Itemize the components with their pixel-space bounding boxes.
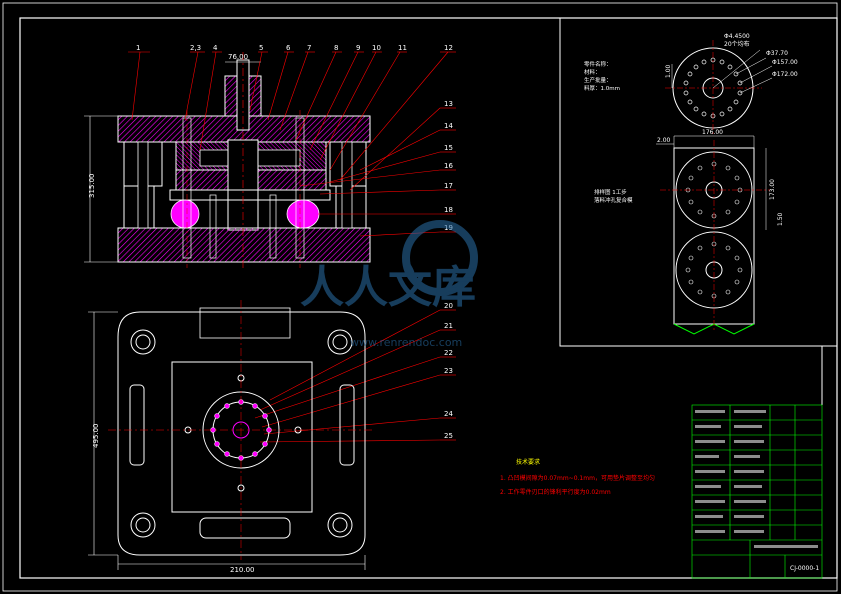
- part-number-9: 9: [356, 44, 360, 52]
- title-block-fills: [695, 410, 818, 548]
- watermark: 人人文库 www.renrendoc.com: [300, 220, 478, 349]
- part-d1-dim: Φ157.00: [772, 59, 798, 66]
- part-number-13: 13: [444, 100, 453, 108]
- strip-edge-dim: 2.00: [657, 137, 671, 144]
- part-number-11: 11: [398, 44, 407, 52]
- tech-req-title: 技术要求: [516, 458, 540, 466]
- part-holes-dim: Φ37.70: [766, 50, 788, 57]
- part-d2-dim: Φ172.00: [772, 71, 798, 78]
- part-number-16: 16: [444, 162, 453, 170]
- part-number-8: 8: [334, 44, 338, 52]
- part-drawing-centerlines: [665, 40, 762, 135]
- strip-note-line2: 落料冲孔复合模: [594, 196, 633, 204]
- part-number-labels: 1 2,3 4 5 6 7 8 9 10 11 12 13 14 15 16 1…: [136, 44, 453, 440]
- part-number-4: 4: [213, 44, 218, 52]
- part-number-6: 6: [286, 44, 291, 52]
- part-number-22: 22: [444, 349, 453, 357]
- strip-layout-labels: 176.00 2.00 173.00 1.50: [657, 129, 784, 226]
- strip-note: 排样图 1工步 落料冲孔复合模: [594, 188, 633, 204]
- strip-width-dim: 176.00: [702, 129, 723, 136]
- part-spec-name: 零件名称：: [584, 60, 612, 68]
- strip-layout-centerlines: [660, 140, 770, 330]
- watermark-url: www.renrendoc.com: [350, 336, 462, 349]
- tech-req-item-2: 2. 工作零件刃口的锋利平行度为0.02mm: [500, 488, 611, 496]
- part-number-24: 24: [444, 410, 453, 418]
- part-spec-thickness: 料厚：1.0mm: [584, 84, 620, 92]
- part-drawing-labels: Φ4.4500 20个均布 Φ37.70 Φ157.00 Φ172.00 1.0…: [665, 33, 798, 78]
- part-number-12: 12: [444, 44, 453, 52]
- plan-view-centerlines: [108, 300, 375, 560]
- part-number-14: 14: [444, 122, 453, 130]
- part-thick-dim: 1.00: [665, 64, 672, 78]
- strip-note-line1: 排样图 1工步: [594, 188, 627, 196]
- part-spec-batch: 生产批量：: [584, 76, 612, 84]
- part-number-18: 18: [444, 206, 453, 214]
- part-number-leaders: [128, 51, 456, 443]
- part-outer-dim: Φ4.4500: [724, 33, 750, 40]
- title-block: [691, 404, 823, 579]
- height-dimension: 315.00: [88, 174, 96, 199]
- part-spec-block: 零件名称： 材料： 生产批量： 料厚：1.0mm: [584, 60, 620, 92]
- part-number-5: 5: [259, 44, 263, 52]
- part-number-20: 20: [444, 302, 453, 310]
- top-width-dimension: 76.00: [228, 53, 248, 61]
- plan-view-dimensions: [88, 311, 366, 570]
- tech-requirements: 技术要求 1. 凸凹模间隙为0.07mm~0.1mm，可用垫片调整至均匀 2. …: [500, 458, 655, 496]
- part-spec-material: 材料：: [584, 68, 601, 76]
- tech-req-item-1: 1. 凸凹模间隙为0.07mm~0.1mm，可用垫片调整至均匀: [500, 474, 655, 482]
- strip-layout-dims: [656, 135, 767, 230]
- strip-pitch-dim: 173.00: [769, 179, 776, 200]
- front-section-view: 315.00 76.00: [84, 52, 371, 270]
- drawing-number: CJ-0000-1: [790, 565, 819, 572]
- part-number-25: 25: [444, 432, 453, 440]
- plan-height-dimension: 495.00: [92, 424, 100, 449]
- part-drawing-leaders: [671, 49, 773, 94]
- part-number-17: 17: [444, 182, 453, 190]
- part-number-21: 21: [444, 322, 453, 330]
- plan-view-holes: [210, 399, 272, 461]
- part-number-1: 1: [136, 44, 140, 52]
- part-number-7: 7: [307, 44, 311, 52]
- part-hole-count: 20个均布: [724, 40, 750, 48]
- plan-width-dimension: 210.00: [230, 566, 255, 574]
- strip-gap-dim: 1.50: [777, 212, 784, 226]
- part-number-23: 23: [444, 367, 453, 375]
- part-number-15: 15: [444, 144, 453, 152]
- watermark-text: 人人文库: [300, 262, 476, 313]
- part-number-2-3: 2,3: [190, 44, 201, 52]
- part-number-10: 10: [372, 44, 381, 52]
